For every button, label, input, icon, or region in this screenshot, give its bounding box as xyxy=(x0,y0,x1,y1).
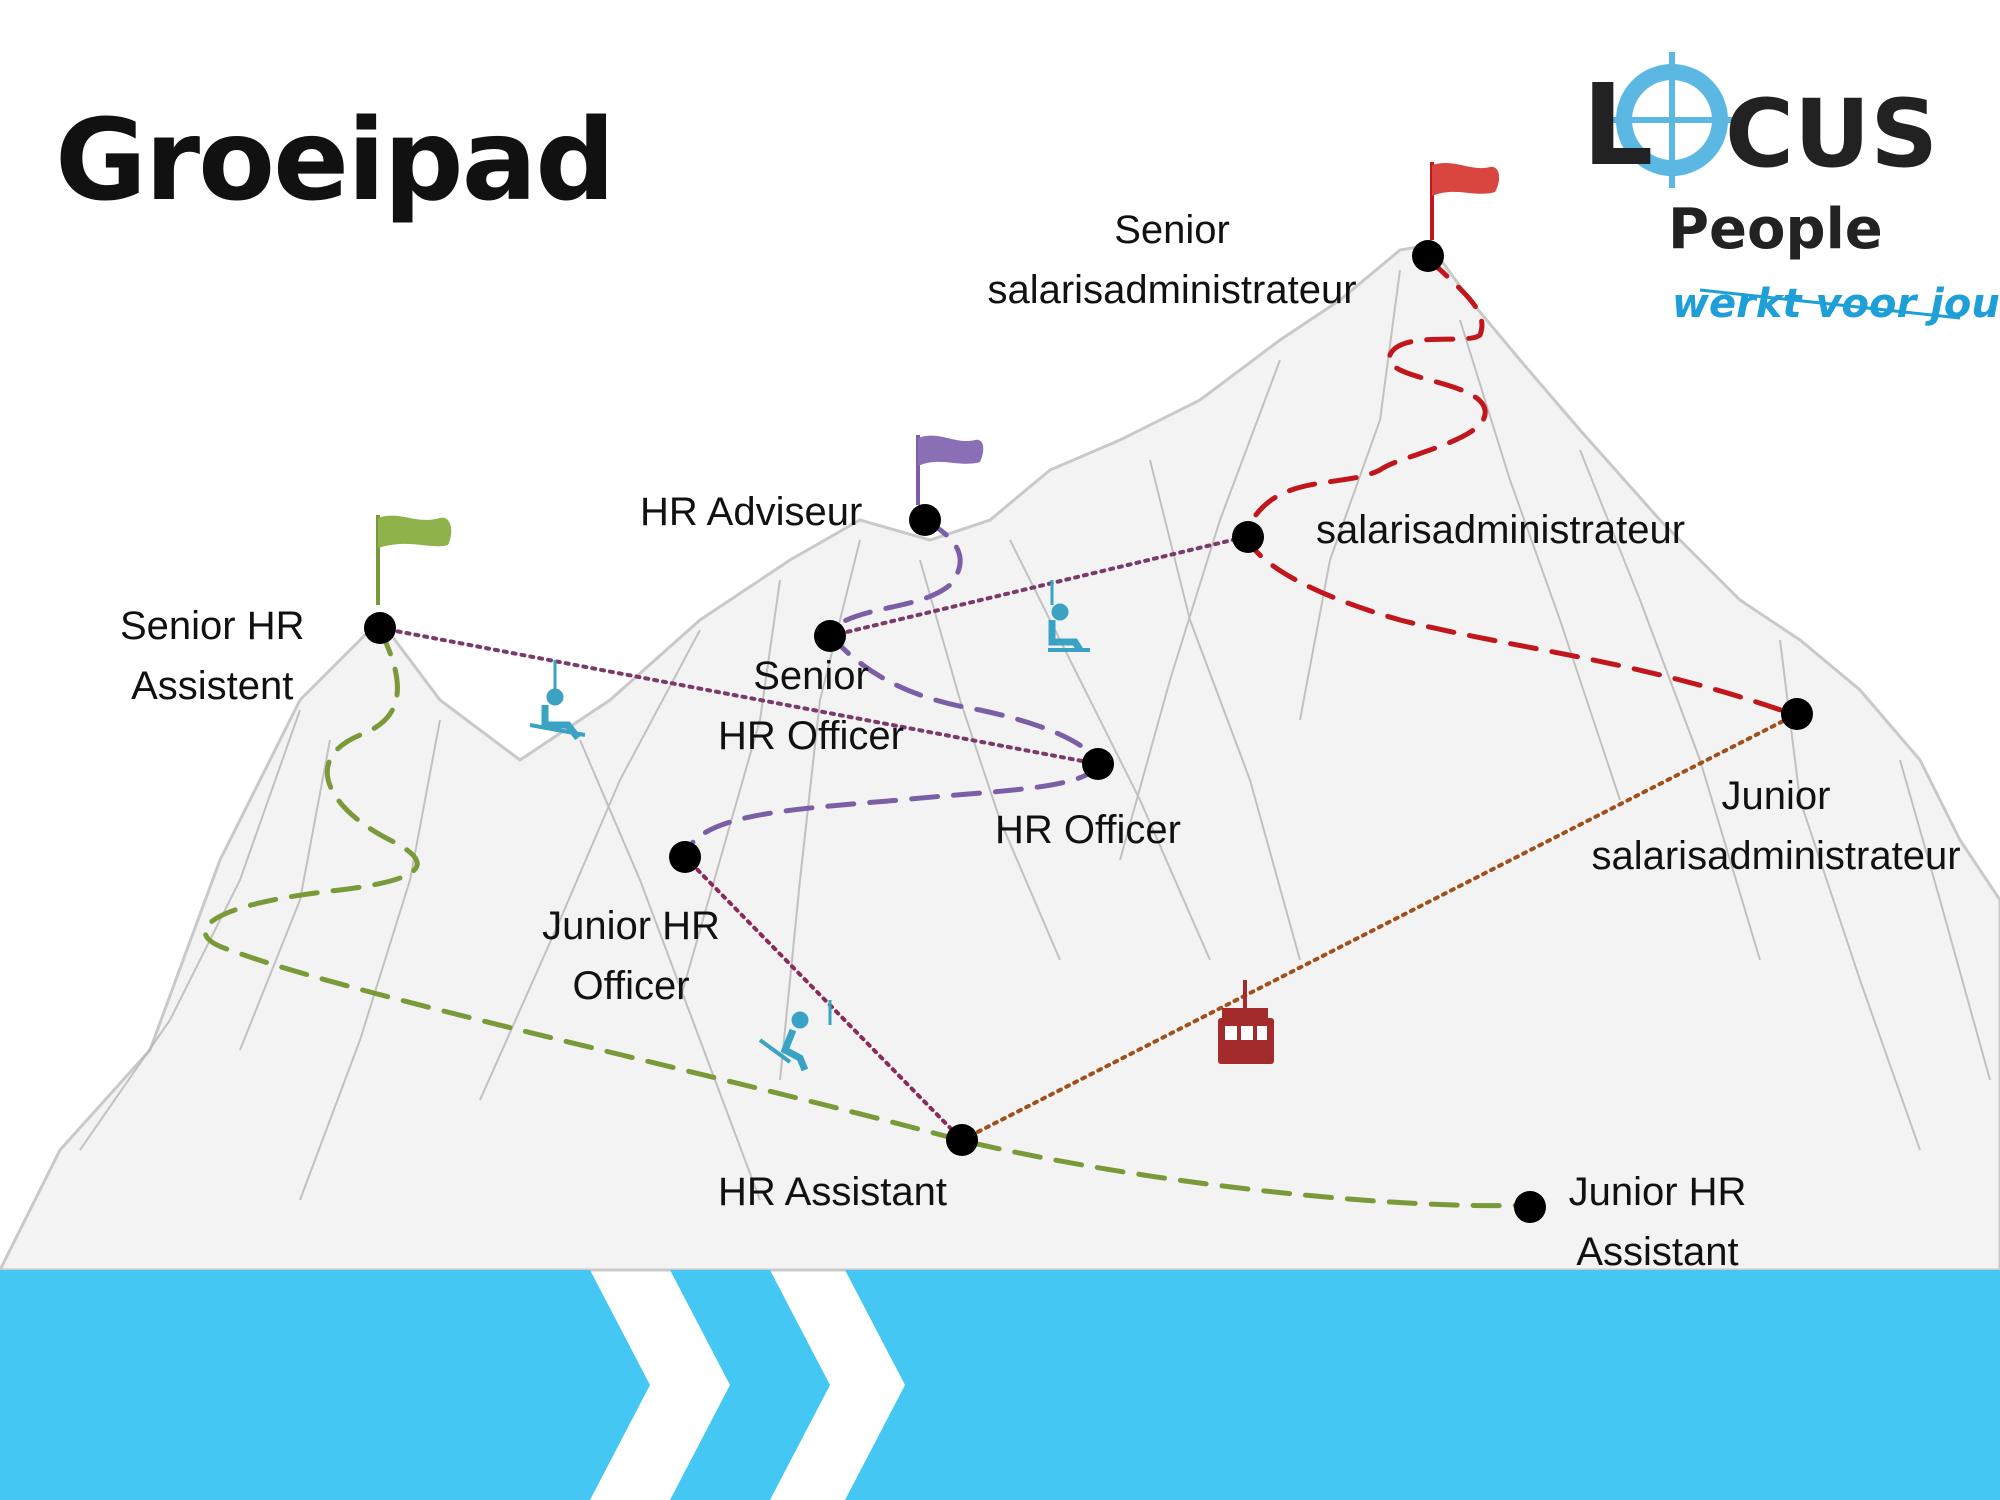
logo-sub: People xyxy=(1668,197,1883,262)
label-senior-salarisadministrateur: Senior salarisadministrateur xyxy=(987,208,1357,312)
flag-icon xyxy=(376,515,452,605)
page-title: Groeipad xyxy=(55,96,615,226)
node-hr-assistant xyxy=(946,1124,978,1156)
flag-icon xyxy=(1430,162,1500,240)
logo-letter-l: L xyxy=(1582,61,1654,191)
logo-tagline: werkt voor jou xyxy=(1672,281,2000,327)
path-nodes xyxy=(364,240,1813,1223)
green-route xyxy=(202,627,1533,1209)
chairlift-icon xyxy=(1048,580,1090,652)
red-route xyxy=(1242,255,1798,718)
node-hr-officer xyxy=(1082,748,1114,780)
label-hr-adviseur: HR Adviseur xyxy=(640,490,863,534)
chairlift-icon xyxy=(529,660,586,741)
gondola-icon xyxy=(1218,980,1274,1064)
node-senior-salarisadministrateur xyxy=(1412,240,1444,272)
label-hr-assistant: HR Assistant xyxy=(718,1170,947,1214)
flag-icon xyxy=(916,435,984,505)
label-senior-hr-officer: Senior HR Officer xyxy=(718,654,904,758)
label-junior-hr-assistant: Junior HR Assistant xyxy=(1568,1170,1747,1274)
node-senior-hr-assistent xyxy=(364,612,396,644)
label-junior-salarisadministrateur: Junior salarisadministrateur xyxy=(1591,774,1961,878)
logo-word-rest: CUS xyxy=(1725,80,1939,189)
chairlift-icon xyxy=(758,1000,832,1072)
chevron-icon xyxy=(670,1270,830,1500)
bottom-banner xyxy=(0,1270,2000,1500)
logo-target-icon xyxy=(1604,52,1961,320)
purple-route xyxy=(682,517,1103,858)
node-senior-hr-officer xyxy=(814,620,846,652)
label-senior-hr-assistent: Senior HR Assistent xyxy=(120,604,305,708)
label-salarisadministrateur: salarisadministrateur xyxy=(1316,508,1686,552)
node-hr-adviseur xyxy=(909,504,941,536)
node-salarisadministrateur xyxy=(1232,521,1264,553)
label-junior-hr-officer: Junior HR Officer xyxy=(542,904,720,1008)
lift-lines xyxy=(378,535,1797,1142)
node-junior-salarisadministrateur xyxy=(1781,698,1813,730)
node-junior-hr-officer xyxy=(669,841,701,873)
mountain-icon xyxy=(0,243,2000,1272)
node-junior-hr-assistant xyxy=(1514,1191,1546,1223)
label-hr-officer: HR Officer xyxy=(995,808,1181,852)
